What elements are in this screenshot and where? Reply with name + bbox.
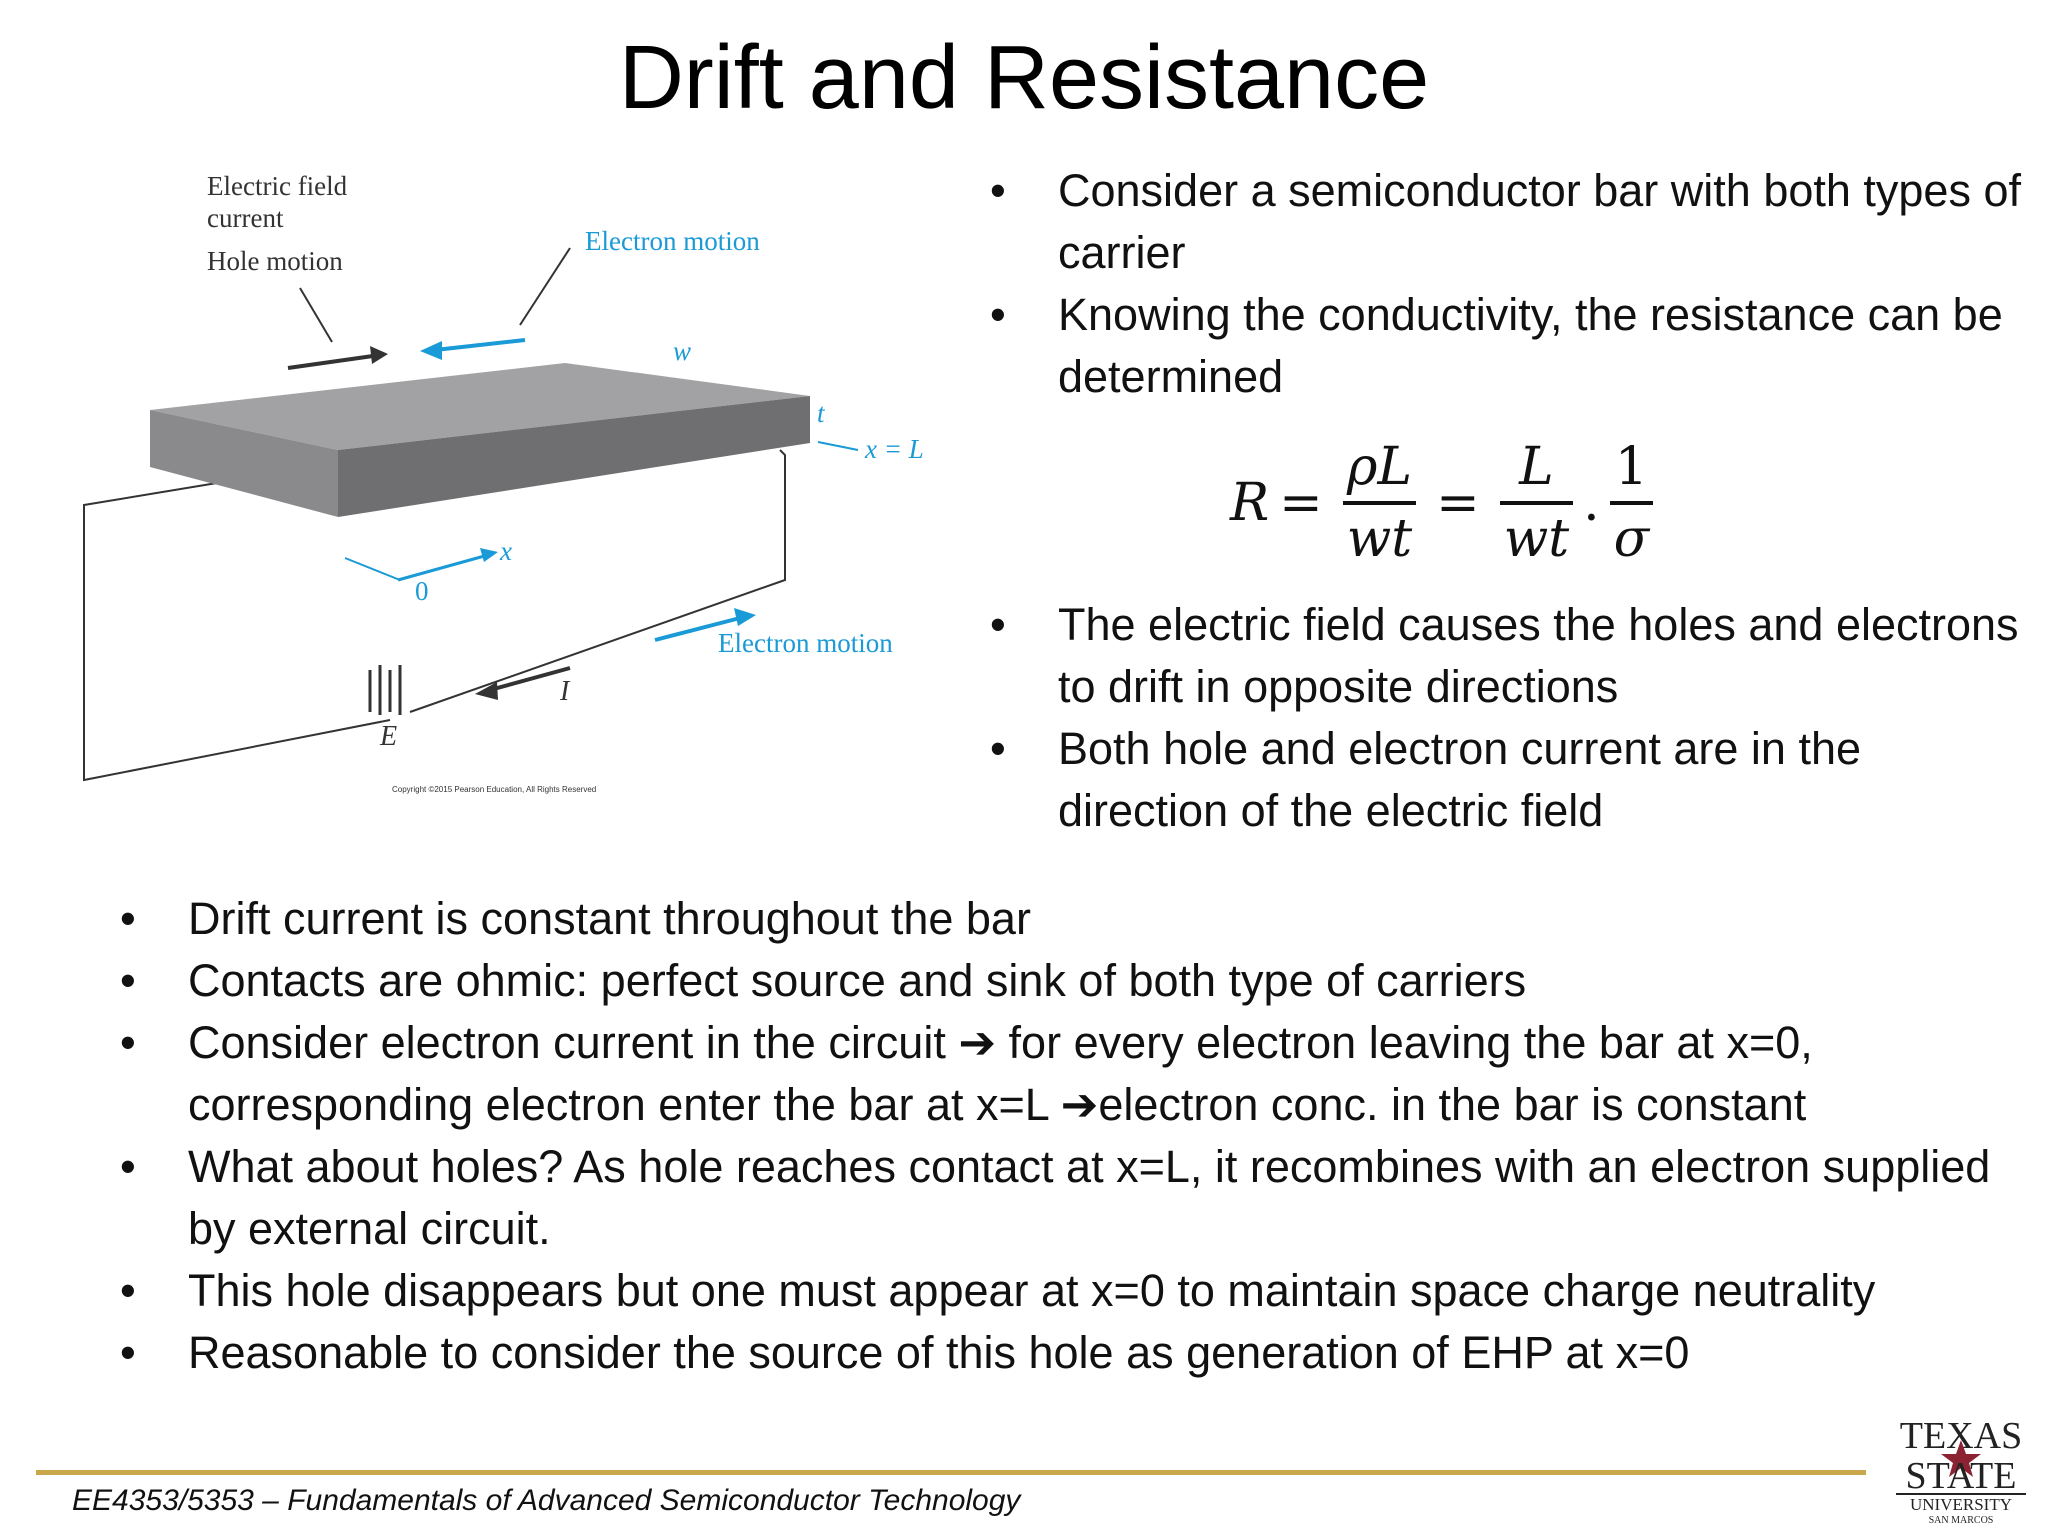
list-item: • Both hole and electron current are in t… [990, 718, 2030, 842]
bullet-text: Drift current is constant throughout the… [188, 893, 1031, 944]
bullet-text: Consider electron current in the circuit… [188, 1017, 1813, 1130]
list-item: • What about holes? As hole reaches conta… [120, 1136, 2010, 1260]
bullet-text: This hole disappears but one must appear… [188, 1265, 1876, 1316]
list-item: • Reasonable to consider the source of th… [120, 1322, 2010, 1384]
x-axis-arrowhead [480, 548, 498, 562]
bullet-icon: • [120, 1265, 136, 1316]
formula-dot: . [1583, 473, 1600, 533]
bullet-icon: • [990, 289, 1006, 340]
label-hole-motion: Hole motion [207, 246, 343, 276]
label-electron-motion-bottom: Electron motion [718, 628, 893, 658]
label-zero: 0 [415, 576, 429, 606]
x-axis-arrow [397, 553, 489, 582]
right-bullet-list-bottom: • The electric field causes the holes and… [990, 594, 2030, 842]
list-item: • Consider a semiconductor bar with both … [990, 160, 2030, 284]
bullet-icon: • [120, 1327, 136, 1378]
bar-side-face [150, 410, 338, 517]
bottom-bullet-list: • Drift current is constant throughout th… [120, 888, 2010, 1384]
logo-san-marcos: SAN MARCOS [1929, 1515, 1994, 1526]
bullet-icon: • [990, 723, 1006, 774]
electron-label-pointer [519, 247, 571, 326]
formula-equals: = [1436, 473, 1480, 533]
x-eq-L-tick [817, 441, 859, 451]
fraction-denominator: wt [1499, 501, 1574, 569]
fraction-denominator: σ [1609, 501, 1654, 569]
label-w: w [673, 336, 691, 366]
texas-state-logo: TEXAS STATE UNIVERSITY SAN MARCOS [1896, 1415, 2026, 1526]
battery-icon [368, 665, 402, 715]
formula-fraction-l-wt: L wt [1499, 437, 1574, 569]
electron-motion-arrowhead-top [420, 341, 442, 360]
star-icon [1941, 1440, 1981, 1477]
circuit-wire-right [409, 449, 786, 713]
list-item: • This hole disappears but one must appea… [120, 1260, 2010, 1322]
list-item: • Knowing the conductivity, the resistanc… [990, 284, 2030, 408]
bullet-icon: • [120, 893, 136, 944]
current-arrowhead [475, 682, 498, 700]
label-electric-field-line1: Electric field [207, 171, 348, 201]
bullet-text: Contacts are ohmic: perfect source and s… [188, 955, 1527, 1006]
figure-copyright: Copyright ©2015 Pearson Education, All R… [392, 785, 596, 794]
bullet-icon: • [120, 1017, 136, 1068]
origin-tick [344, 557, 401, 581]
resistance-formula: R = ρL wt = L wt . 1 σ [1230, 428, 1663, 578]
bullet-icon: • [120, 1141, 136, 1192]
footer-course-code: EE4353/5353 [72, 1484, 254, 1517]
hole-motion-arrowhead [370, 346, 388, 364]
footer-course: EE4353/5353 – Fundamentals of Advanced S… [72, 1484, 1020, 1518]
circuit-wire-left [83, 479, 391, 782]
bullet-icon: • [990, 165, 1006, 216]
bullet-text: The electric field causes the holes and … [1058, 599, 2019, 712]
label-E: E [379, 721, 397, 752]
semiconductor-bar-figure: Electric field current Hole motion Elect… [83, 171, 924, 794]
fraction-numerator: ρL [1346, 437, 1412, 497]
label-electron-motion-top: Electron motion [585, 226, 760, 256]
hole-label-pointer [299, 287, 333, 343]
electron-motion-arrow-top [434, 338, 526, 352]
formula-equals: = [1279, 473, 1323, 533]
bullet-text: Consider a semiconductor bar with both t… [1058, 165, 2021, 278]
bullet-text: Reasonable to consider the source of thi… [188, 1327, 1690, 1378]
fraction-numerator: 1 [1614, 437, 1648, 497]
label-t: t [817, 398, 826, 428]
slide-title: Drift and Resistance [618, 28, 1430, 128]
list-item: • Drift current is constant throughout th… [120, 888, 2010, 950]
fraction-denominator: wt [1342, 501, 1417, 569]
fraction-numerator: L [1519, 437, 1554, 497]
formula-lhs: R [1230, 473, 1270, 533]
label-electric-field-line2: current [207, 203, 284, 233]
current-arrow [489, 666, 571, 692]
electron-motion-arrow-bottom [654, 616, 741, 642]
hole-motion-arrow [287, 353, 381, 370]
label-x-eq-L: x = L [864, 434, 924, 464]
bar-front-face [338, 396, 810, 517]
label-x: x [499, 536, 512, 566]
footer-divider [36, 1470, 1866, 1475]
bullet-text: Both hole and electron current are in th… [1058, 723, 1862, 836]
bar-top-face [150, 363, 810, 450]
label-I: I [559, 676, 571, 707]
logo-university: UNIVERSITY [1910, 1495, 2012, 1514]
footer-dash: – [253, 1484, 288, 1517]
right-bullet-list-top: • Consider a semiconductor bar with both … [990, 160, 2030, 408]
list-item: • Consider electron current in the circui… [120, 1012, 2010, 1136]
list-item: • Contacts are ohmic: perfect source and … [120, 950, 2010, 1012]
bullet-text: What about holes? As hole reaches contac… [188, 1141, 1991, 1254]
electron-motion-arrowhead-bottom [734, 608, 756, 626]
bullet-icon: • [990, 599, 1006, 650]
bullet-icon: • [120, 955, 136, 1006]
footer-course-title: Fundamentals of Advanced Semiconductor T… [287, 1484, 1021, 1517]
list-item: • The electric field causes the holes and… [990, 594, 2030, 718]
formula-fraction-one-sigma: 1 σ [1609, 437, 1654, 569]
formula-fraction-rho-l: ρL wt [1342, 437, 1417, 569]
bullet-text: Knowing the conductivity, the resistance… [1058, 289, 2003, 402]
logo-state: STATE [1906, 1455, 2017, 1497]
